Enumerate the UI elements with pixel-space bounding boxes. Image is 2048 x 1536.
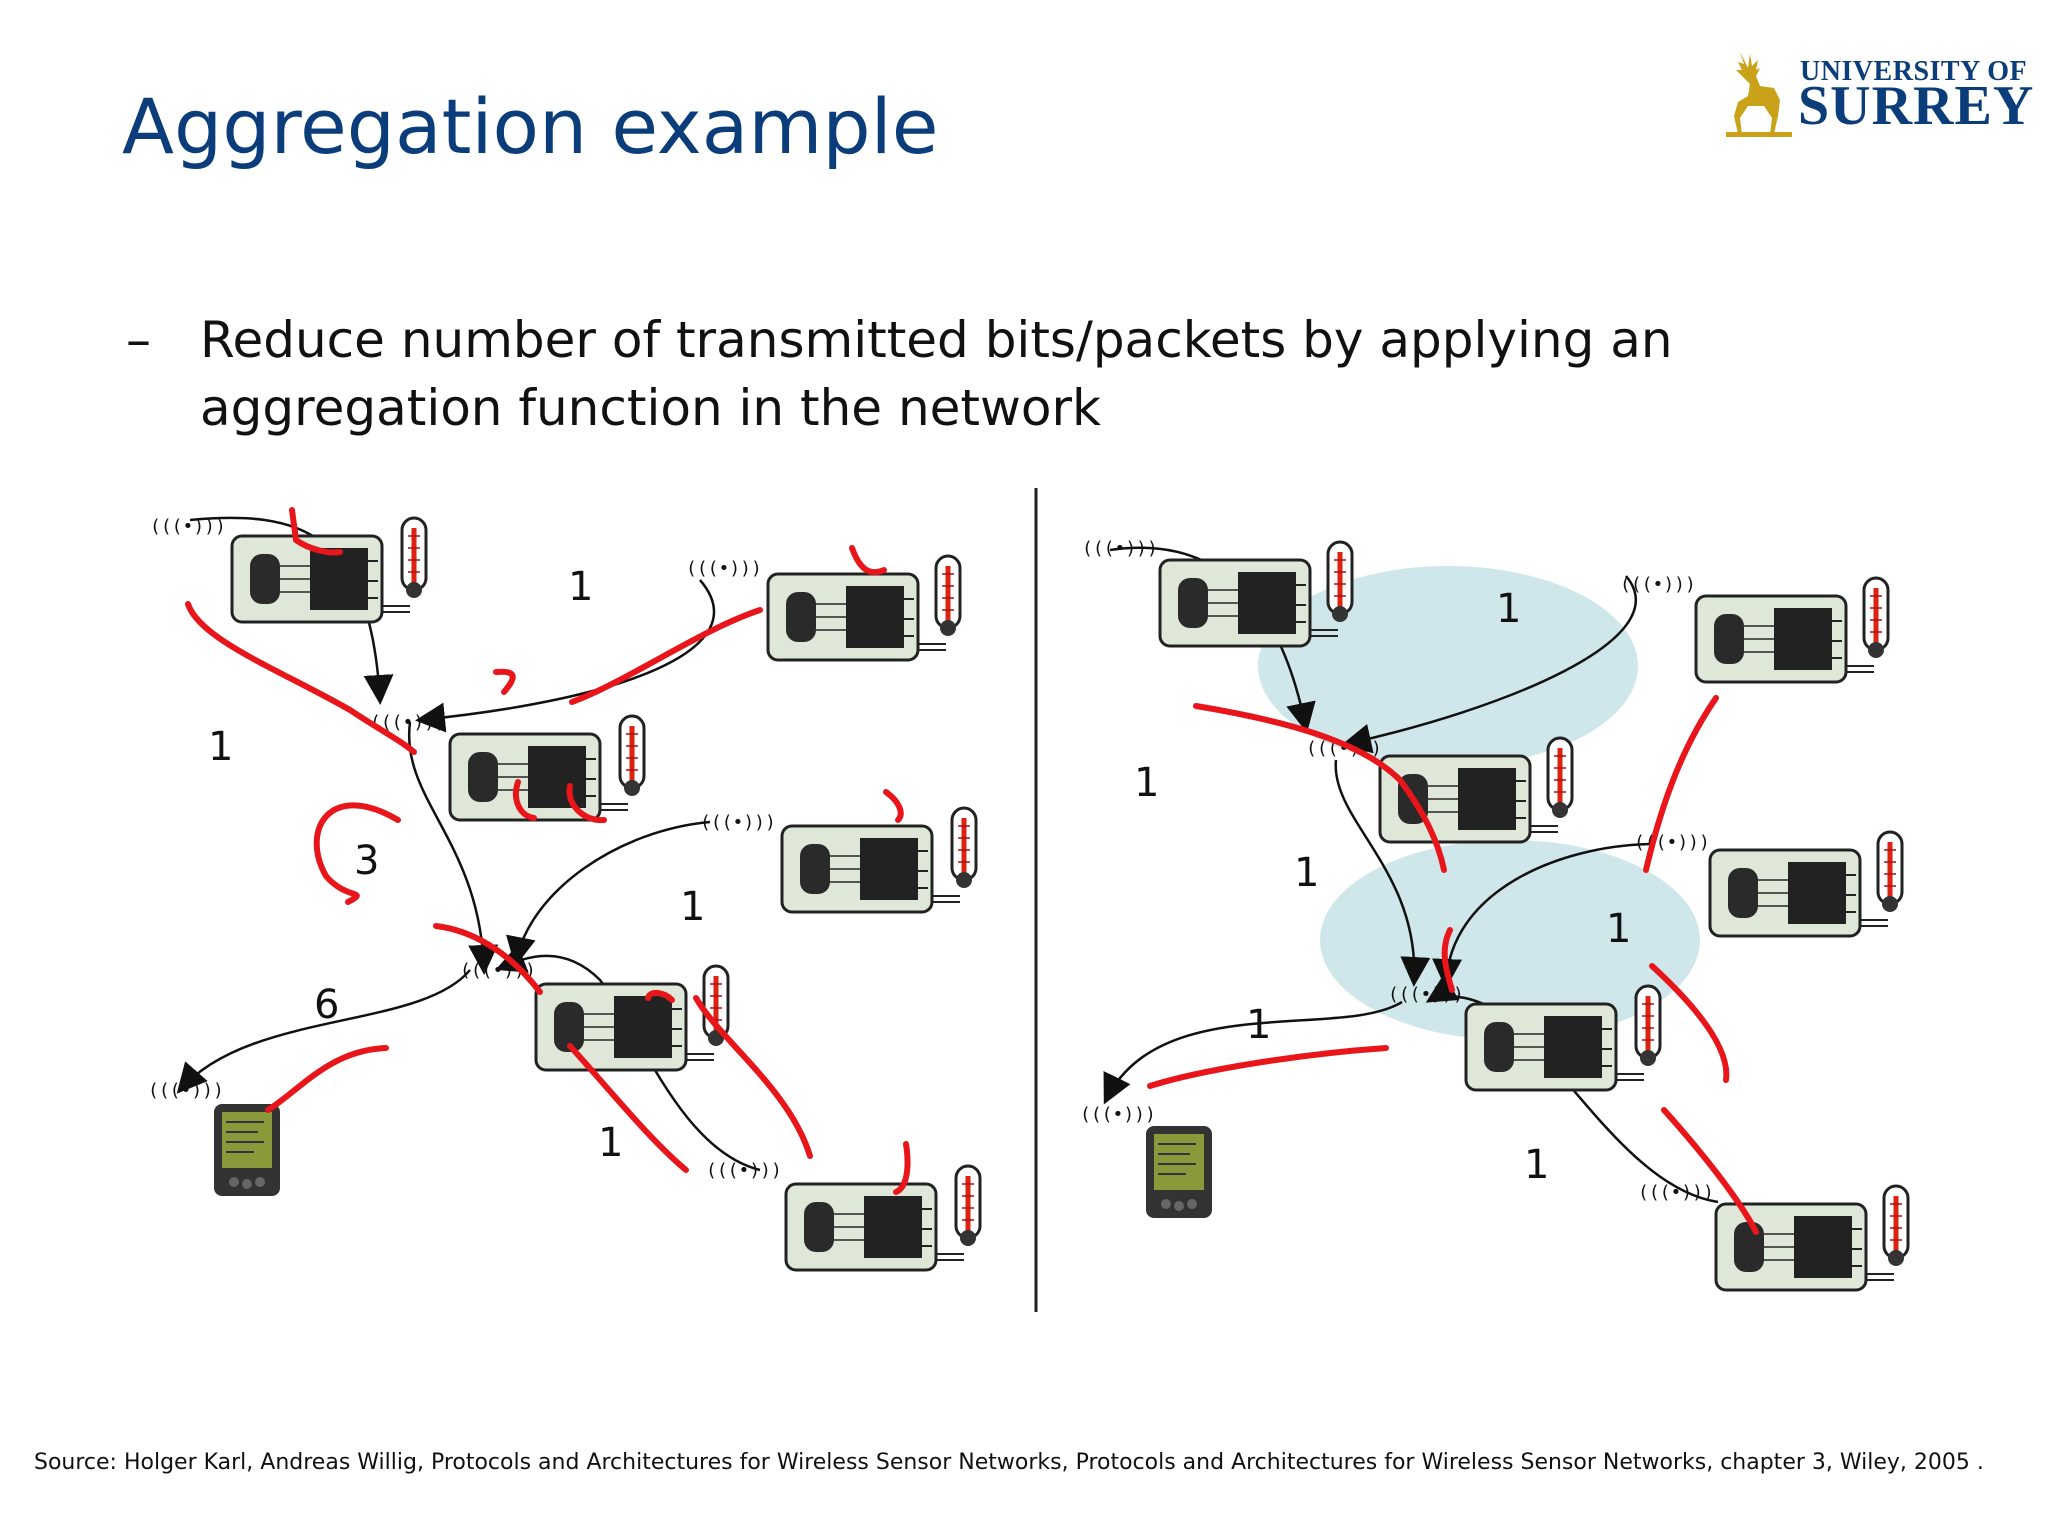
pda-sink-icon [213,1103,281,1197]
sensor-node [1708,848,1890,938]
hop-count-label: 3 [354,838,379,884]
antenna-left-3: (((•))) [370,712,446,733]
logo-line1: UNIVERSITY OF [1800,56,2028,87]
antenna-right-2: (((•))) [1620,574,1696,595]
antenna-right-4: (((•))) [1634,832,1710,853]
antenna-left-6: (((•))) [706,1160,782,1181]
university-logo: UNIVERSITY OF SURREY [1720,44,2033,144]
left-panel: (((•))) (((•))) (((•))) (((•))) (((•))) … [148,507,980,1272]
sensor-node [784,1182,966,1272]
antenna-left-4: (((•))) [700,812,776,833]
thermometer-icon [1864,578,1888,658]
sensor-node [1714,1202,1896,1292]
antenna-right-sink: (((•))) [1080,1104,1156,1125]
aggregation-diagram: (((•))) (((•))) (((•))) (((•))) (((•))) … [148,488,2048,1312]
thermometer-icon [1328,542,1352,622]
sensor-node [1158,558,1340,648]
thermometer-icon [952,808,976,888]
antenna-right-5: (((•))) [1388,984,1464,1005]
sensor-node [1378,754,1560,844]
sensor-node [534,982,716,1072]
hop-count-label: 1 [1606,906,1631,952]
antenna-right-1: (((•))) [1082,538,1158,559]
hop-count-label: 1 [1524,1142,1549,1188]
aggregation-halo [1258,566,1638,766]
bullet-text: Reduce number of transmitted bits/packet… [200,311,1673,437]
red-annotations [185,507,911,1195]
sensor-node [766,572,948,662]
slide-title: Aggregation example [122,82,939,171]
thermometer-icon [1636,986,1660,1066]
source-citation: Source: Holger Karl, Andreas Willig, Pro… [34,1450,1984,1475]
hop-count-label: 6 [314,982,339,1028]
stag-crest-icon [1726,52,1792,137]
thermometer-icon [1548,738,1572,818]
thermometer-icon [1884,1186,1908,1266]
thermometer-icon [402,518,426,598]
sensor-node [448,732,630,822]
thermometer-icon [936,556,960,636]
sensor-node [780,824,962,914]
antenna-left-2: (((•))) [686,558,762,579]
logo-line2: SURREY [1798,75,2035,137]
hop-count-label: 1 [1294,850,1319,896]
antenna-right-6: (((•))) [1638,1182,1714,1203]
pda-sink-icon [1145,1125,1213,1219]
thermometer-icon [620,716,644,796]
hop-count-label: 1 [208,724,233,770]
sensor-node [1464,1002,1646,1092]
thermometer-icon [956,1166,980,1246]
red-annotations [1147,695,1759,1235]
hop-count-label: 1 [568,564,593,610]
right-panel: (((•))) (((•))) (((•))) (((•))) (((•))) … [1080,538,1908,1292]
hop-count-label: 1 [1496,586,1521,632]
hop-count-label: 1 [1246,1002,1271,1048]
hop-count-label: 1 [1134,760,1159,806]
sensor-node [1694,594,1876,684]
bullet-marker: – [126,311,151,369]
hop-count-label: 1 [598,1120,623,1166]
antenna-left-1: (((•))) [150,516,226,537]
thermometer-icon [1878,832,1902,912]
hop-count-label: 1 [680,884,705,930]
aggregation-halo [1320,840,1700,1040]
antenna-left-sink: (((•))) [148,1080,224,1101]
